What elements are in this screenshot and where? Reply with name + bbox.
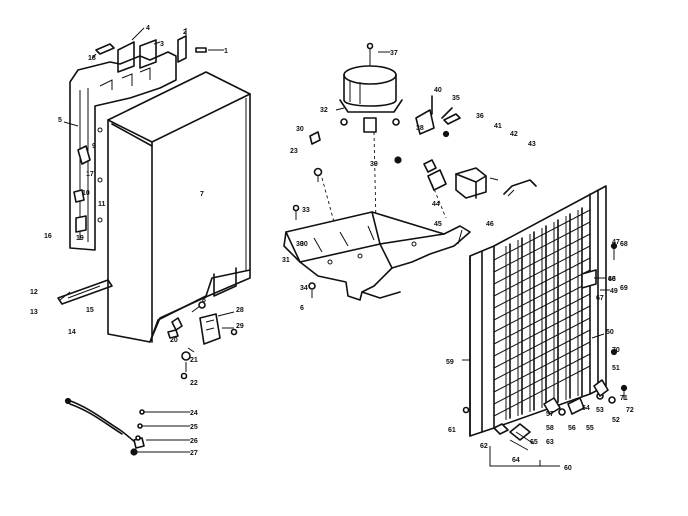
- callout-26: 26: [190, 438, 198, 445]
- callout-18: 18: [88, 55, 96, 62]
- callout-62: 62: [480, 443, 488, 450]
- callout-33: 33: [302, 207, 310, 214]
- callout-7: 7: [200, 191, 204, 198]
- callout-67: 67: [596, 295, 604, 302]
- callout-47: 47: [612, 239, 620, 246]
- callout-70: 70: [612, 347, 620, 354]
- callout-30-c: 30: [296, 241, 304, 248]
- callout-14: 14: [68, 329, 76, 336]
- callout-4: 4: [146, 25, 150, 32]
- callout-56: 56: [568, 425, 576, 432]
- callout-22: 22: [190, 380, 198, 387]
- callout-46: 46: [486, 221, 494, 228]
- callout-numbers: 1 2 3 4 5 7 18 17 10 11 16 19 12 13 14 1…: [30, 25, 634, 472]
- callout-53: 53: [596, 407, 604, 414]
- callout-63: 63: [546, 439, 554, 446]
- cabinet-liner-box: [107, 71, 251, 343]
- cabinet-bottom-hardware: [167, 301, 238, 380]
- callout-55: 55: [586, 425, 594, 432]
- callout-30: 30: [296, 126, 304, 133]
- callout-43: 43: [528, 141, 536, 148]
- callout-31: 31: [282, 257, 290, 264]
- fasteners-left-center: [292, 131, 323, 298]
- callout-52: 52: [612, 417, 620, 424]
- callout-54: 54: [582, 405, 590, 412]
- coil-bottom-hardware: [462, 242, 628, 451]
- callout-37: 37: [390, 50, 398, 57]
- callout-15: 15: [86, 307, 94, 314]
- thermostat-parts: [394, 95, 461, 173]
- callout-69: 69: [620, 285, 628, 292]
- callout-2: 2: [183, 29, 187, 36]
- callout-bracket-60: [489, 446, 560, 467]
- callout-51: 51: [612, 365, 620, 372]
- callout-27: 27: [190, 450, 198, 457]
- callout-32: 32: [320, 107, 328, 114]
- callout-16: 16: [44, 233, 52, 240]
- callout-65: 65: [530, 439, 538, 446]
- callout-35: 35: [452, 95, 460, 102]
- callout-20: 20: [170, 337, 178, 344]
- callout-39: 39: [370, 161, 378, 168]
- callout-6: 6: [300, 305, 304, 312]
- back-frame-panel: [69, 51, 177, 251]
- compressor-mounting-rails: [283, 211, 471, 301]
- drain-strip: [57, 279, 113, 305]
- callout-64: 64: [512, 457, 520, 464]
- callout-17: 17: [86, 171, 94, 178]
- callout-5: 5: [58, 117, 62, 124]
- leader-lines: [59, 27, 610, 361]
- callout-21: 21: [190, 357, 198, 364]
- callout-41: 41: [494, 123, 502, 130]
- callout-1: 1: [224, 48, 228, 55]
- callout-12: 12: [30, 289, 38, 296]
- callout-71: 71: [620, 395, 628, 402]
- callout-58: 58: [546, 425, 554, 432]
- callout-36: 36: [476, 113, 484, 120]
- evaporator-fan-housing: [339, 42, 403, 133]
- callout-19: 19: [76, 235, 84, 242]
- wire-harness: [64, 397, 190, 456]
- callout-49: 49: [610, 288, 618, 295]
- callout-72: 72: [626, 407, 634, 414]
- handle-bracket-43: [503, 179, 537, 197]
- callout-60: 60: [564, 465, 572, 472]
- relay-overload: [427, 167, 499, 199]
- callout-10: 10: [82, 190, 90, 197]
- callout-9: 9: [92, 143, 96, 150]
- callout-30-b: 30: [300, 241, 308, 248]
- callout-50: 50: [606, 329, 614, 336]
- callout-13: 13: [30, 309, 38, 316]
- callout-23: 23: [290, 148, 298, 155]
- callout-3: 3: [160, 41, 164, 48]
- callout-68: 68: [620, 241, 628, 248]
- callout-24: 24: [190, 410, 198, 417]
- callout-29: 29: [236, 323, 244, 330]
- callout-61: 61: [448, 427, 456, 434]
- callout-44: 44: [432, 201, 440, 208]
- callout-42: 42: [510, 131, 518, 138]
- callout-59: 59: [446, 359, 454, 366]
- callout-8: 8: [202, 297, 206, 304]
- callout-25: 25: [190, 424, 198, 431]
- callout-66: 66: [608, 276, 616, 283]
- callout-57: 57: [546, 411, 554, 418]
- callout-38: 38: [416, 125, 424, 132]
- callout-40: 40: [434, 87, 442, 94]
- callout-28: 28: [236, 307, 244, 314]
- callout-11: 11: [98, 201, 106, 208]
- callout-48: 48: [608, 276, 616, 283]
- callout-34: 34: [300, 285, 308, 292]
- callout-45: 45: [434, 221, 442, 228]
- top-brackets: [95, 35, 207, 73]
